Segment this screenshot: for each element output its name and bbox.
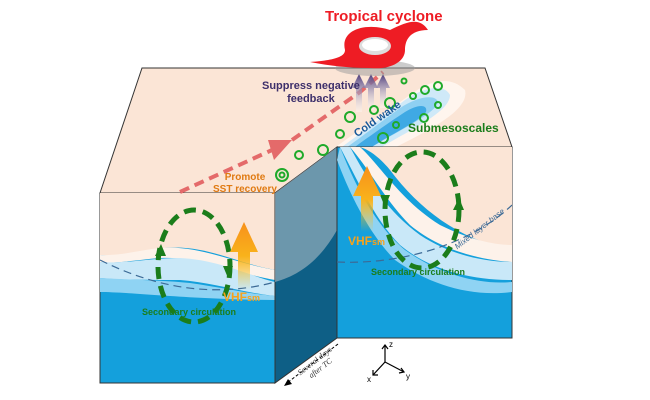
- tropical-cyclone-label: Tropical cyclone: [325, 8, 443, 25]
- vhf-left-text: VHF: [223, 290, 247, 304]
- axis-y-label: y: [406, 372, 410, 381]
- tropical-cyclone-icon: [310, 21, 428, 76]
- promote-line2: SST recovery: [213, 184, 277, 195]
- axis-x-label: x: [367, 375, 371, 384]
- secondary-circulation-right-label: Secondary circulation: [371, 267, 466, 277]
- promote-sst-label: Promote SST recovery: [213, 172, 277, 196]
- vhf-arrow-right: [353, 166, 381, 232]
- vhf-right-sub: sm: [372, 237, 386, 247]
- secondary-circulation-left-label: Secondary circulation: [142, 307, 237, 317]
- suppress-line1: Suppress negative: [262, 80, 360, 92]
- axis-z-label: z: [389, 340, 393, 349]
- vhf-left-label: VHFsm: [223, 290, 260, 304]
- submesoscales-label: Submesoscales: [408, 121, 499, 135]
- vhf-right-text: VHF: [348, 234, 372, 248]
- axes-icon: [372, 344, 406, 376]
- promote-line1: Promote: [224, 172, 266, 183]
- vhf-right-label: VHFsm: [348, 234, 385, 248]
- submesoscale-eddies: [275, 77, 443, 182]
- vhf-left-sub: sm: [247, 293, 261, 303]
- promote-sst-arrow: [179, 148, 273, 194]
- time-arrow: [286, 343, 339, 384]
- suppress-arrows: [352, 74, 390, 112]
- vhf-arrow-left: [230, 222, 258, 290]
- suppress-feedback-label: Suppress negative feedback: [262, 80, 360, 106]
- suppress-line2: feedback: [287, 93, 335, 105]
